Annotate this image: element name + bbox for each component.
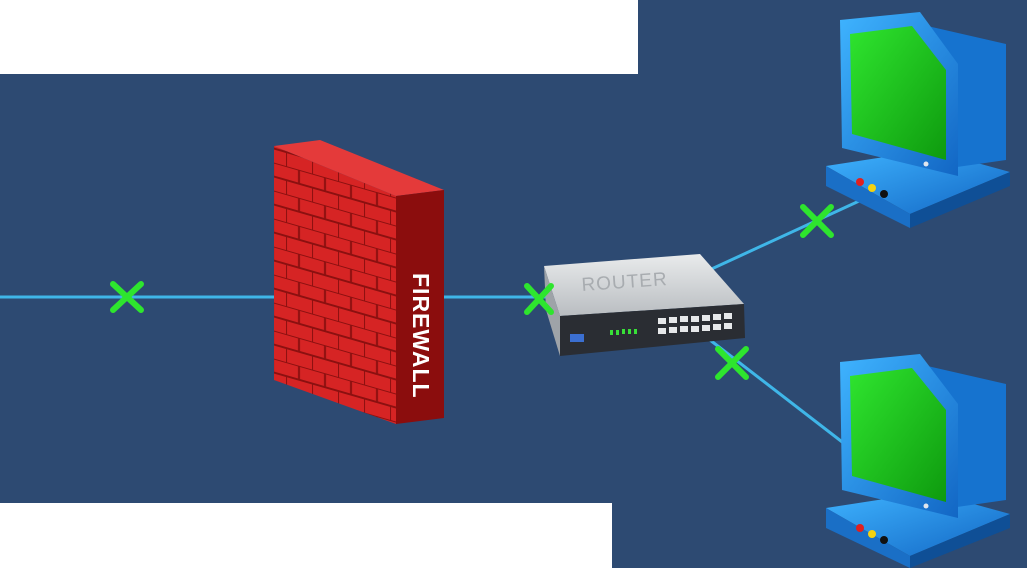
firewall-label: FIREWALL [408, 273, 434, 399]
green-x-icon [715, 346, 749, 380]
router-ports [658, 313, 732, 334]
computer-top-screen [850, 26, 946, 160]
computer-bottom-screen [850, 368, 946, 502]
computer-top-base-front [826, 166, 910, 228]
router-top [544, 254, 744, 316]
router-brand-badge [570, 334, 584, 342]
computer-bottom-red-led [856, 524, 864, 532]
cable-router-to-computer-top [704, 194, 871, 274]
computer-top-base-side [910, 172, 1010, 228]
green-x-icon [524, 283, 554, 315]
computer-top-yellow-led [868, 184, 876, 192]
computer-bottom-yellow-led [868, 530, 876, 538]
firewall: FIREWALL [274, 140, 444, 424]
computer-bottom-power-dot [923, 503, 929, 509]
computer-bottom-base [826, 492, 1010, 556]
firewall-front [274, 146, 396, 424]
computer-bottom-base-front [826, 508, 910, 568]
computer-top-black-led [880, 190, 888, 198]
computer-bottom-base-side [910, 514, 1010, 568]
firewall-side [396, 190, 444, 424]
computer-top-red-led [856, 178, 864, 186]
packet-markers [110, 204, 834, 380]
computer-top [826, 12, 1010, 228]
firewall-top [274, 140, 444, 196]
router-status-leds [610, 329, 637, 335]
green-x-icon [110, 281, 144, 313]
computer-top-power-dot [923, 161, 929, 167]
green-x-icon [800, 204, 834, 238]
computer-bottom-black-led [880, 536, 888, 544]
computer-bottom [826, 354, 1010, 568]
